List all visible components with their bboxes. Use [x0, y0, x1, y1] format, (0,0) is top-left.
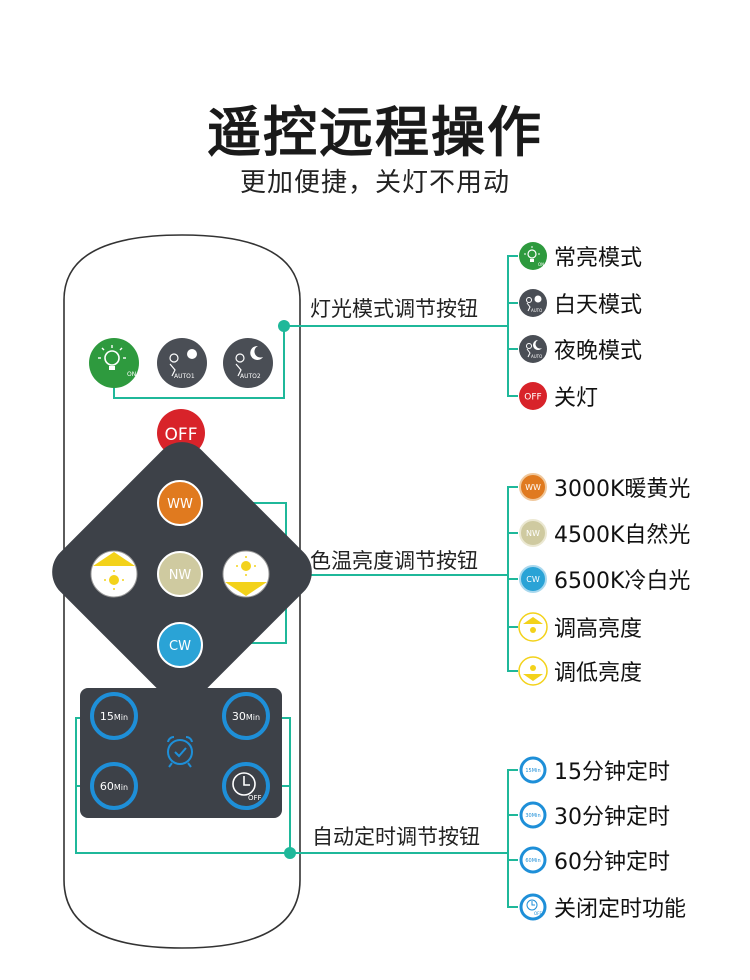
timer-option-label: 关闭定时功能 [554, 897, 687, 922]
btn-off-label: OFF [165, 425, 198, 445]
legend-cw-label: CW [526, 575, 540, 584]
legend-ww-label: WW [525, 483, 541, 492]
btn-cw[interactable]: CW [157, 622, 203, 668]
timer-15-num: 15 [100, 710, 114, 723]
timer-30-icon: 30Min [519, 801, 547, 829]
btn-auto2[interactable]: AUTO2 [223, 338, 273, 388]
color-option-label: 3000K暖黄光 [554, 477, 691, 502]
page-subtitle: 更加便捷，关灯不用动 [239, 168, 510, 198]
timer-option-60: 60Min 60分钟定时 [518, 843, 670, 877]
timer-option-label: 60分钟定时 [554, 850, 670, 875]
brightness-down-icon [518, 656, 548, 686]
mode-group-label: 灯光模式调节按钮 [310, 297, 478, 321]
mode-junction-dot [278, 320, 290, 332]
btn-auto2-sub: AUTO2 [240, 373, 261, 380]
timer-junction-dot [284, 847, 296, 859]
timer-60-num: 60 [100, 780, 114, 793]
color-option-brighter: 调高亮度 [518, 610, 642, 644]
brightness-up-icon [518, 612, 548, 642]
btn-ww[interactable]: WW [157, 480, 203, 526]
btn-timer-60[interactable]: 60Min [90, 762, 138, 810]
btn-timer-15[interactable]: 15Min [90, 692, 138, 740]
btn-brightness-down[interactable] [222, 550, 270, 598]
btn-timer-off[interactable]: OFF [222, 762, 270, 810]
svg-text:15Min: 15Min [100, 710, 128, 723]
mode-option-on: ON 常亮模式 [518, 239, 642, 273]
svg-text:30Min: 30Min [232, 710, 260, 723]
svg-text:60Min: 60Min [100, 780, 128, 793]
mode-option-label: 关灯 [554, 386, 599, 411]
legend-off-label: OFF [524, 393, 541, 403]
alarm-clock-icon [167, 735, 193, 768]
color-option-label: 调高亮度 [554, 617, 643, 642]
color-option-cw: CW 6500K冷白光 [518, 562, 690, 596]
bulb-on-icon: ON [519, 242, 547, 270]
legend-nw-label: NW [526, 529, 540, 538]
natural-white-icon: NW [519, 519, 547, 547]
mode-option-label: 夜晚模式 [554, 339, 643, 364]
timer-60-icon: 60Min [519, 846, 547, 874]
color-option-label: 调低亮度 [554, 661, 643, 686]
timer-60-unit: Min [114, 783, 128, 792]
legend-t30-label: 30Min [525, 813, 540, 819]
mode-option-label: 白天模式 [554, 293, 643, 318]
btn-nw[interactable]: NW [157, 551, 203, 597]
color-group-label: 色温亮度调节按钮 [310, 549, 478, 573]
timer-option-15: 15Min 15分钟定时 [518, 753, 670, 787]
btn-cw-label: CW [169, 639, 191, 654]
btn-timer-30[interactable]: 30Min [222, 692, 270, 740]
timer-30-num: 30 [232, 710, 246, 723]
auto-day-icon: AUTO [519, 289, 547, 317]
btn-auto1[interactable]: AUTO1 [157, 338, 207, 388]
timer-30-unit: Min [246, 713, 260, 722]
cool-white-icon: CW [519, 565, 547, 593]
btn-on-sub: ON [127, 371, 136, 378]
btn-auto1-sub: AUTO1 [174, 373, 195, 380]
timer-option-30: 30Min 30分钟定时 [518, 798, 670, 832]
timer-option-label: 30分钟定时 [554, 805, 670, 830]
mode-option-label: 常亮模式 [554, 246, 643, 271]
power-off-icon: OFF [519, 382, 547, 410]
legend-on-sub: ON [538, 262, 544, 267]
timer-15-icon: 15Min [519, 756, 547, 784]
mode-option-night: AUTO 夜晚模式 [518, 332, 642, 366]
legend-t15-label: 15Min [525, 768, 540, 774]
timer-off-label: OFF [248, 794, 262, 802]
timer-option-off: OFF 关闭定时功能 [518, 890, 686, 924]
timer-15-unit: Min [114, 713, 128, 722]
legend-toff-label: OFF [534, 911, 542, 916]
btn-brightness-up[interactable] [90, 550, 138, 598]
warm-white-icon: WW [519, 473, 547, 501]
btn-ww-label: WW [167, 497, 193, 512]
btn-nw-label: NW [169, 568, 192, 583]
timer-off-icon: OFF [519, 893, 547, 921]
page-title: 遥控远程操作 [207, 101, 543, 164]
legend-day-sub: AUTO [531, 308, 542, 313]
btn-on[interactable]: ON [89, 338, 139, 388]
color-option-nw: NW 4500K自然光 [518, 516, 690, 550]
mode-option-day: AUTO 白天模式 [518, 286, 642, 320]
legend-t60-label: 60Min [525, 858, 540, 864]
legend-night-sub: AUTO [531, 354, 542, 359]
color-option-label: 6500K冷白光 [554, 569, 691, 594]
color-option-label: 4500K自然光 [554, 523, 691, 548]
timer-group-label: 自动定时调节按钮 [312, 825, 480, 849]
color-option-dimmer: 调低亮度 [518, 654, 642, 688]
color-option-ww: WW 3000K暖黄光 [518, 470, 690, 504]
auto-night-icon: AUTO [519, 335, 547, 363]
timer-option-label: 15分钟定时 [554, 760, 670, 785]
mode-option-off: OFF 关灯 [518, 379, 598, 413]
